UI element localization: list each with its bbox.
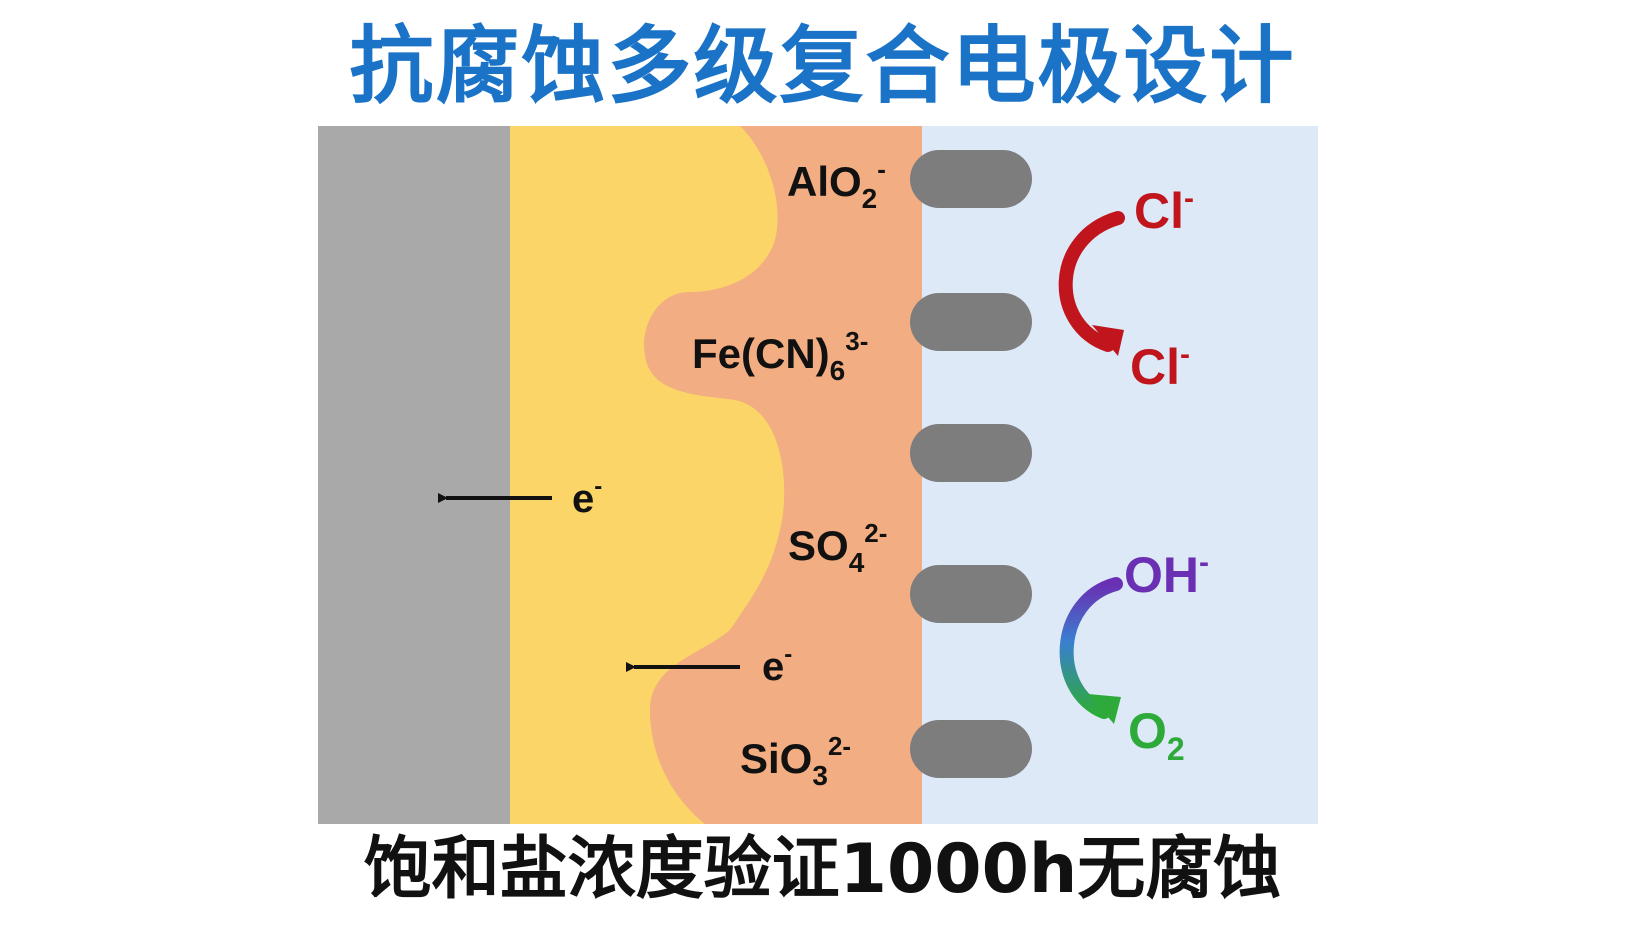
cl-arrow-head [1092,325,1124,356]
cl-reactant-label: Cl- [1134,182,1194,239]
pillar [910,150,1032,208]
electron-label: e- [572,473,602,521]
diagram-title: 抗腐蚀多级复合电极设计 [349,17,1296,115]
anion-label-fecn6: Fe(CN)63- [692,326,868,386]
pillars [910,150,1032,778]
oh-arrow-head [1088,694,1121,724]
anion-label-sio3: SiO32- [740,731,851,791]
gold-layer [510,126,785,824]
cl-reaction-arrow [1058,211,1125,352]
pillar [910,424,1032,482]
oh-reaction-arrow [1059,577,1123,719]
anion-label-so4: SO42- [788,518,887,578]
o2-product-label: O2 [1128,703,1185,767]
electron-label: e- [762,641,792,689]
substrate-layer [318,126,510,824]
pillar [910,293,1032,351]
pillar [910,720,1032,778]
pillar [910,565,1032,623]
oh-reactant-label: OH- [1124,546,1209,603]
cl-product-label: Cl- [1130,338,1190,395]
diagram-subtitle: 饱和盐浓度验证1000h无腐蚀 [363,830,1282,909]
anion-label-alo2: AlO2- [787,154,886,214]
